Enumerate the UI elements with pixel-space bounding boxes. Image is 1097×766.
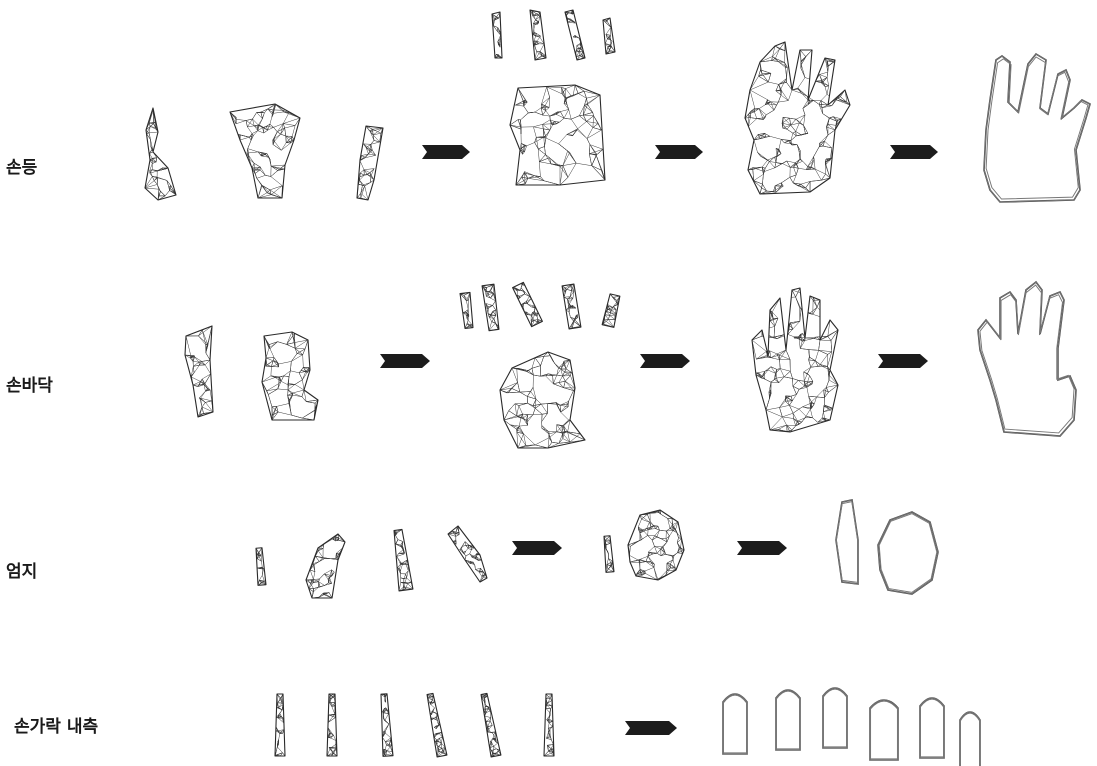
back-side-piece-1 bbox=[145, 108, 176, 200]
thumb-piece-3 bbox=[394, 529, 413, 590]
palm-center-piece bbox=[262, 332, 318, 420]
inner-finger-piece-2 bbox=[327, 694, 337, 756]
palm-finger-piece-3 bbox=[513, 282, 543, 326]
back-finger-piece-4 bbox=[603, 18, 615, 54]
arrow-back-2 bbox=[655, 145, 703, 159]
arrow-palm-2 bbox=[640, 354, 690, 368]
back-center-piece bbox=[230, 104, 300, 198]
inner-finger-pattern-outline-2 bbox=[776, 690, 800, 750]
thumb-piece-1 bbox=[256, 548, 266, 586]
thumb-piece-4 bbox=[448, 526, 487, 582]
palm-finger-piece-2 bbox=[482, 284, 499, 331]
thumb-piece-2 bbox=[306, 534, 345, 598]
inner-finger-pattern-outline-3 bbox=[823, 688, 847, 748]
palm-hand-pattern-outline bbox=[978, 282, 1076, 436]
inner-finger-piece-5 bbox=[481, 693, 501, 757]
arrow-palm-1 bbox=[380, 354, 430, 368]
inner-finger-piece-4 bbox=[427, 693, 447, 757]
arrow-thumb-1 bbox=[512, 541, 562, 555]
back-finger-piece-1 bbox=[492, 12, 502, 58]
back-finger-piece-3 bbox=[565, 10, 585, 60]
inner-finger-piece-6 bbox=[544, 694, 554, 756]
back-hand-mesh bbox=[745, 42, 850, 194]
thumb-strip-pattern-outline bbox=[836, 500, 858, 584]
palm-assembled-piece bbox=[500, 352, 585, 448]
arrow-back-3 bbox=[890, 145, 938, 159]
palm-side-piece-1 bbox=[185, 326, 213, 417]
inner-finger-piece-3 bbox=[381, 694, 393, 757]
palm-finger-piece-1 bbox=[460, 292, 473, 328]
arrow-palm-3 bbox=[878, 354, 928, 368]
back-hand-pattern-outline bbox=[984, 54, 1090, 202]
back-assembled-piece bbox=[510, 85, 605, 185]
palm-hand-mesh bbox=[752, 288, 838, 432]
arrow-back-1 bbox=[422, 145, 470, 159]
inner-finger-pattern-outline-6 bbox=[960, 712, 980, 766]
thumb-assembled-piece bbox=[628, 510, 684, 580]
palm-finger-piece-4 bbox=[562, 284, 581, 329]
arrow-thumb-2 bbox=[737, 541, 787, 555]
inner-finger-pattern-outline-1 bbox=[723, 694, 747, 754]
thumb-assembled-strip bbox=[604, 536, 614, 573]
thumb-pattern-outline bbox=[878, 512, 938, 594]
back-finger-piece-2 bbox=[530, 10, 546, 60]
back-side-piece-2 bbox=[357, 126, 383, 200]
inner-finger-pattern-outline-4 bbox=[870, 700, 898, 760]
inner-finger-pattern-outline-5 bbox=[920, 698, 944, 758]
arrow-finger-1 bbox=[625, 721, 677, 735]
inner-finger-piece-1 bbox=[275, 694, 285, 756]
palm-finger-piece-5 bbox=[602, 294, 620, 327]
